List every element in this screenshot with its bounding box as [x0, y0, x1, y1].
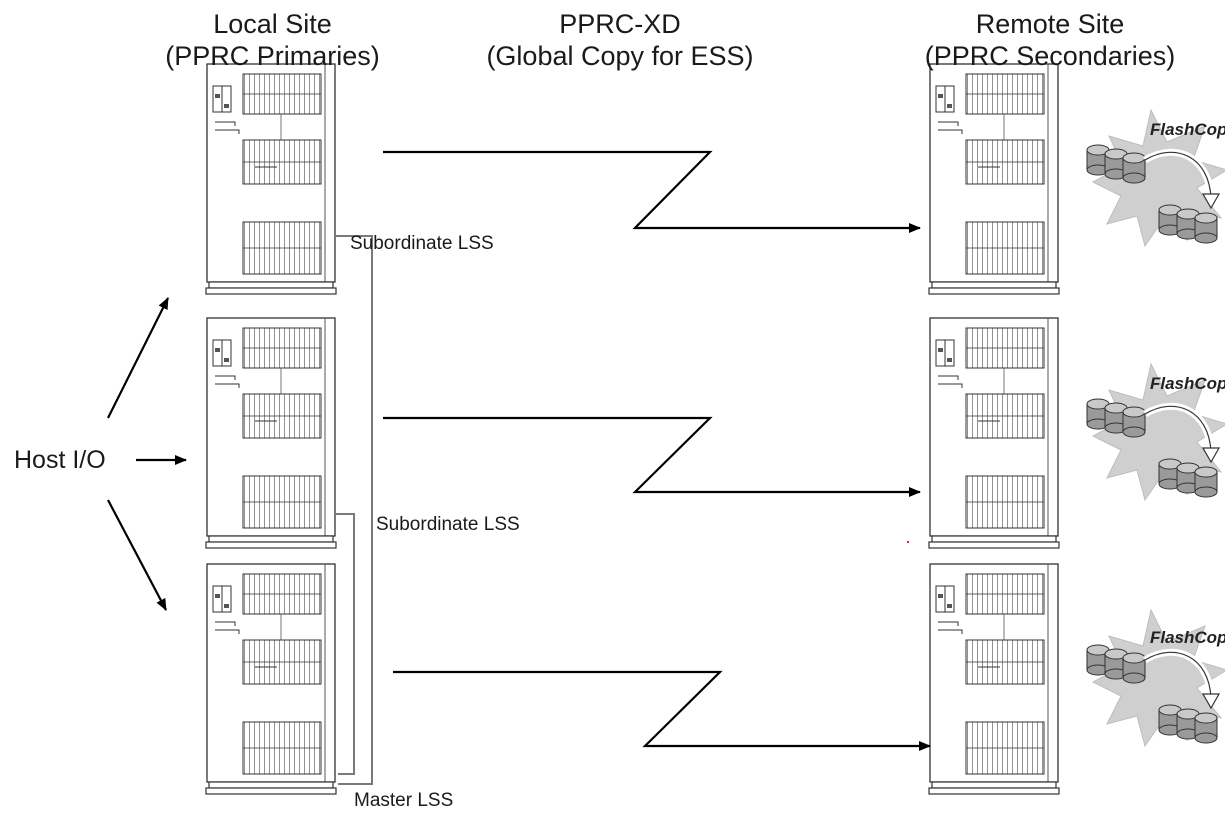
- link-title: PPRC-XD: [559, 9, 681, 39]
- lss-connector-lines: [335, 235, 373, 785]
- local-storage-unit-1: [205, 63, 337, 295]
- remote-storage-unit-1: [928, 63, 1060, 295]
- local-site-header: Local Site (PPRC Primaries): [150, 8, 395, 72]
- host-io-arrows: [107, 297, 187, 611]
- local-site-subtitle: (PPRC Primaries): [165, 41, 380, 71]
- link-subtitle: (Global Copy for ESS): [486, 41, 754, 71]
- remote-site-title: Remote Site: [975, 9, 1125, 39]
- pprc-links: [383, 150, 931, 751]
- pprc-link-3: [393, 670, 931, 751]
- flashcopy-group-2: FlashCopy: [1087, 364, 1225, 500]
- master-lss-label: Master LSS: [354, 790, 454, 811]
- link-header: PPRC-XD (Global Copy for ESS): [470, 8, 770, 72]
- flashcopy-group-1: FlashCopy: [1087, 110, 1225, 246]
- local-storage-unit-2: [205, 317, 337, 549]
- stray-dot: [907, 541, 909, 543]
- remote-site-subtitle: (PPRC Secondaries): [924, 41, 1176, 71]
- host-io-label: Host I/O: [14, 446, 106, 474]
- flashcopy-label: FlashCopy: [1150, 628, 1225, 647]
- flashcopy-label: FlashCopy: [1150, 374, 1225, 393]
- local-site-title: Local Site: [213, 9, 332, 39]
- flashcopy-label: FlashCopy: [1150, 120, 1225, 139]
- subordinate-lss-label-1: Subordinate LSS: [350, 233, 494, 254]
- pprc-link-1: [383, 150, 921, 233]
- remote-storage-unit-2: [928, 317, 1060, 549]
- remote-site-header: Remote Site (PPRC Secondaries): [900, 8, 1200, 72]
- local-storage-unit-3: [205, 563, 337, 795]
- subordinate-lss-label-2: Subordinate LSS: [376, 514, 520, 535]
- pprc-link-2: [383, 416, 921, 497]
- remote-storage-unit-3: [928, 563, 1060, 795]
- flashcopy-group-3: FlashCopy: [1087, 610, 1225, 746]
